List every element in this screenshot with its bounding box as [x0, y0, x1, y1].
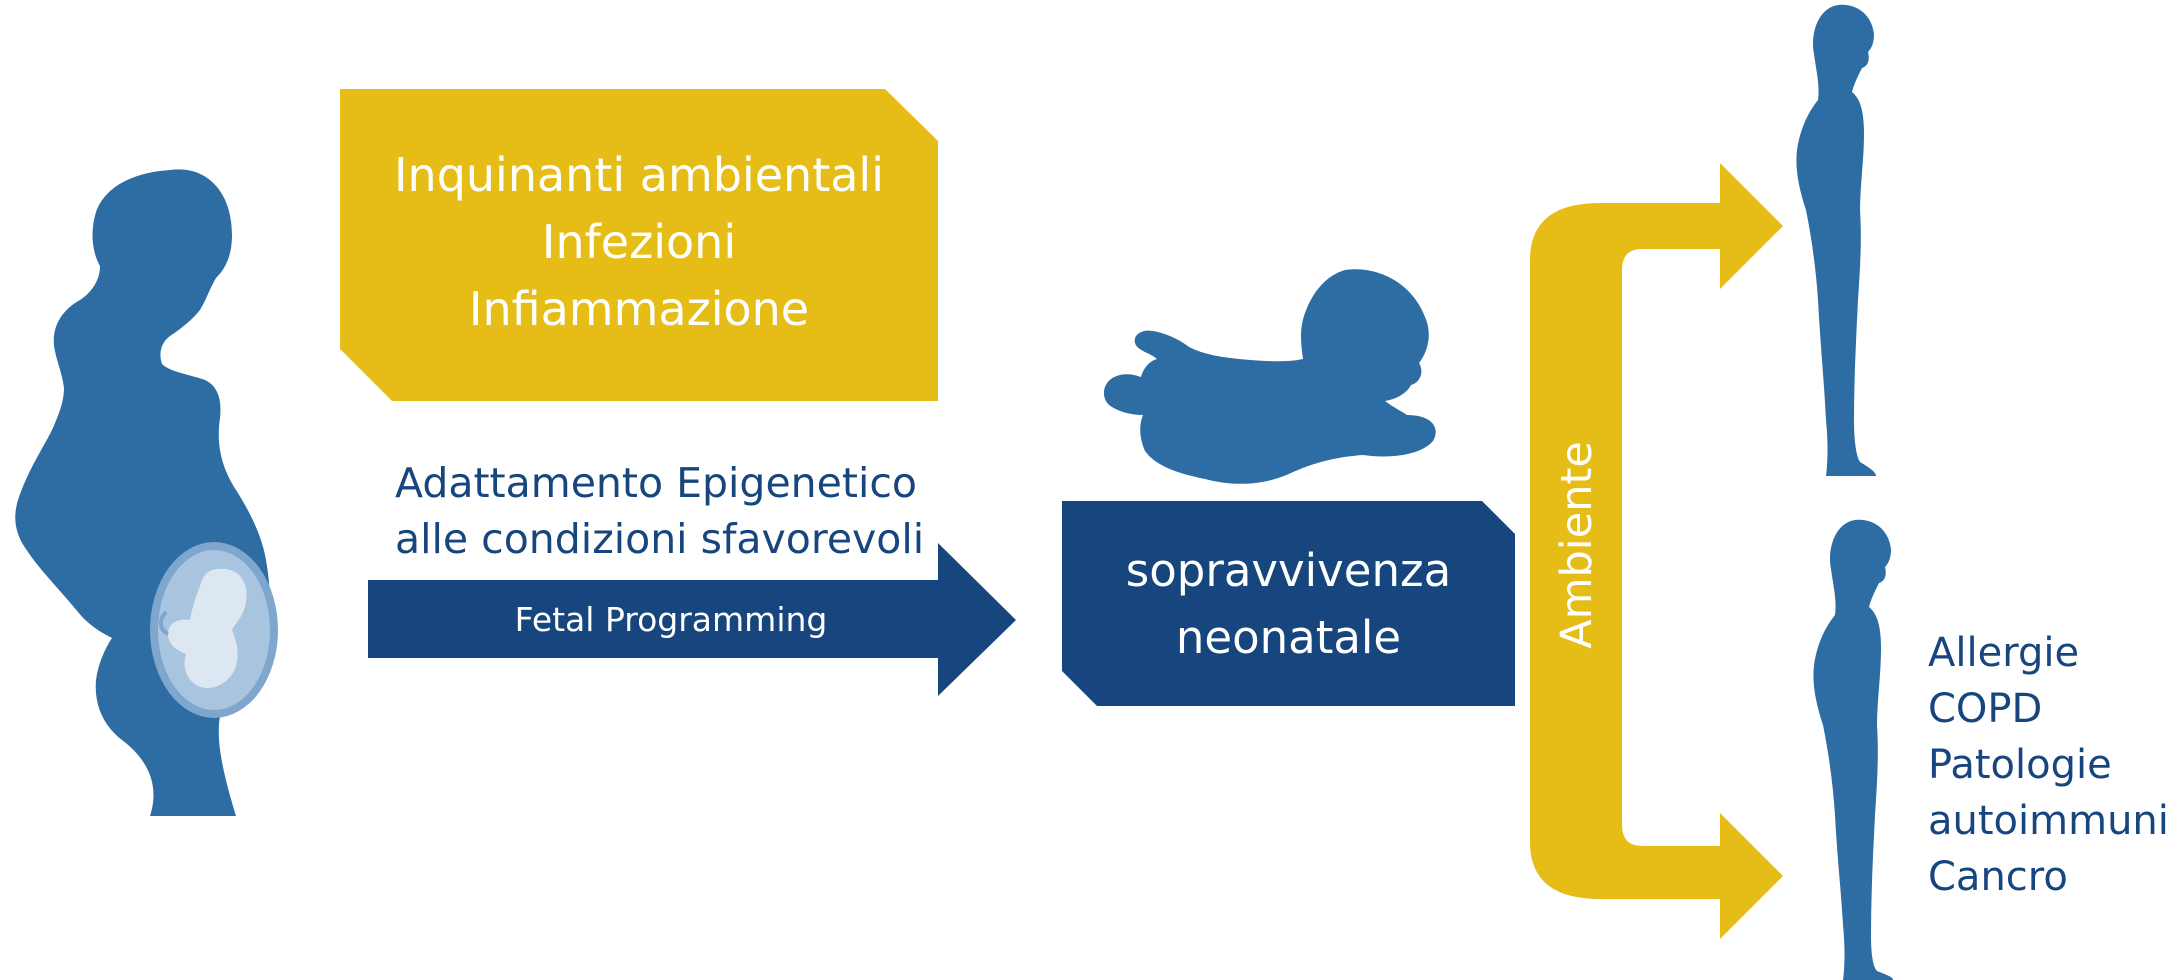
baby-silhouette [1103, 269, 1436, 484]
disease-item: COPD [1928, 686, 2043, 732]
epigenetic-adaptation-caption: Adattamento Epigenetico alle condizioni … [395, 455, 924, 567]
disease-outcomes-list: Allergie COPD Patologie autoimmuni Cancr… [1928, 625, 2169, 905]
disease-item: autoimmuni [1928, 798, 2169, 844]
stress-factor-inflammation: Infiammazione [468, 281, 810, 336]
stress-factor-pollutants: Inquinanti ambientali [393, 147, 884, 202]
survival-line-2: neonatale [1175, 610, 1402, 664]
fetal-programming-label: Fetal Programming [514, 599, 828, 639]
adult-silhouette-bottom [1813, 519, 1893, 980]
survival-line-1: sopravvivenza [1125, 543, 1452, 597]
stress-factors-box: Inquinanti ambientali Infezioni Infiamma… [340, 89, 938, 401]
adult-silhouette-top [1796, 4, 1876, 476]
stress-factor-infections: Infezioni [541, 214, 737, 269]
environment-label: Ambiente [1552, 441, 1602, 649]
environment-bracket [1530, 163, 1783, 939]
disease-item: Cancro [1928, 854, 2068, 900]
disease-item: Patologie [1928, 742, 2112, 788]
pregnant-woman-silhouette [15, 169, 278, 817]
disease-item: Allergie [1928, 630, 2080, 676]
adaptation-line-1: Adattamento Epigenetico [395, 459, 917, 507]
neonatal-survival-box: sopravvivenza neonatale [1062, 501, 1515, 706]
adaptation-line-2: alle condizioni sfavorevoli [395, 515, 925, 563]
